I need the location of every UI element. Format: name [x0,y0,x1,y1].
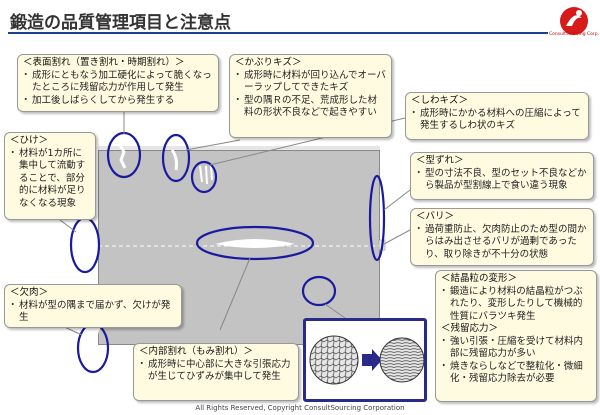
note-internal-crack: ＜内部割れ（もみ割れ）＞ 成形時に中心部に大きな引張応力が生じてひずみが集中して… [133,343,299,401]
note-bullet: 材料が1カ所に集中して流動することで、部分的に材料が足りなくなる現象 [8,148,90,211]
grain-before [309,335,359,385]
note-heading: ＜内部割れ（もみ割れ）＞ [139,346,254,357]
note-bullet: 材料が型の隅まで届かず、欠けが発生 [8,300,176,325]
note-mismatch: ＜型ずれ＞ 型の寸法不良、型のセット不良などから製品が型割線上で食い違う現象 [410,152,594,200]
note-heading: ＜欠肉＞ [10,287,49,298]
note-bullet: 成形時にかかる材料への圧縮によって発生するしわ状のキズ [409,108,583,133]
internal-crack-mark [215,239,295,248]
grain-after [379,337,425,383]
note-heading: ＜しわキズ＞ [411,95,469,106]
note-bullet: 成形時に中心部に大きな引張応力が生じてひずみが集中して発生 [137,359,293,384]
note-heading: ＜表面割れ（置き割れ・時期割れ）＞ [23,57,185,68]
note-wrinkle: ＜しわキズ＞ 成形時にかかる材料への圧縮によって発生するしわ状のキズ [405,92,589,140]
note-heading: ＜型ずれ＞ [416,155,464,166]
note-grain: ＜結晶粒の変形＞ 鍛造により材料の結晶粒がつぶれたり、変形したりして機械的性質に… [435,270,597,402]
logo-text: ConsultSourcing Corp. [548,32,600,37]
note-underfill: ＜ひけ＞ 材料が1カ所に集中して流動することで、部分的に材料が足りなくなる現象 [4,132,96,220]
note-heading: ＜結晶粒の変形＞ [441,273,518,284]
surface-crack-mark [118,144,127,169]
lack-mark [97,325,104,345]
title-rule [8,32,548,34]
note-heading: ＜バリ＞ [416,211,455,222]
note-surface-crack: ＜表面割れ（置き割れ・時期割れ）＞ 成形にともなう加工硬化によって脆くなったとこ… [17,54,219,112]
note-bullet: 成形にともなう加工硬化によって脆くなったところに残留応力が作用して発生 [21,70,213,95]
note-bullet: 加工後しばらくしてから発生する [21,95,213,108]
grain-illustration [309,335,425,385]
arrow-right-icon [362,349,382,371]
note-bullet: 強い引張・圧縮を受けて材料内部に残留応力が多い [439,336,591,361]
note-bullet: 過荷重防止、欠肉防止のため型の間からはみ出させるバリが過剰であったり、取り除きが… [414,224,588,262]
note-heading: ＜かぶりキズ＞ [235,57,302,68]
company-logo [560,7,588,35]
note-heading: ＜ひけ＞ [10,135,49,146]
wrinkle-mark [199,165,213,185]
page-title: 鍛造の品質管理項目と注意点 [10,13,231,33]
note-flash: ＜バリ＞ 過荷重防止、欠肉防止のため型の間からはみ出させるバリが過剰であったり、… [410,208,594,266]
note-overlap: ＜かぶりキズ＞ 成形時に材料が回り込んでオーバーラップしてできたキズ 型の隅Ｒの… [229,54,392,138]
note-bullet: 鍛造により材料の結晶粒がつぶれたり、変形したりして機械的性質にバラツキ発生 [439,286,591,324]
note-bullet: 型の寸法不良、型のセット不良などから製品が型割線上で食い違う現象 [414,168,588,193]
note-lack: ＜欠肉＞ 材料が型の隅まで届かず、欠けが発生 [4,284,182,328]
note-bullet: 型の隅Ｒの不足、荒成形した材料の形状不良などで起きやすい [233,95,386,120]
note-bullet: 成形時に材料が回り込んでオーバーラップしてできたキズ [233,70,386,95]
note-heading: ＜残留応力＞ [441,323,499,334]
top-plate [98,146,380,152]
grain-inset [303,318,427,402]
overlap-mark [170,149,178,171]
note-bullet: 焼きならしなどで整粒化・微細化・残留応力除去が必要 [439,361,591,386]
footer-copyright: All Rights Reserved, Copyright ConsultSo… [195,404,405,412]
